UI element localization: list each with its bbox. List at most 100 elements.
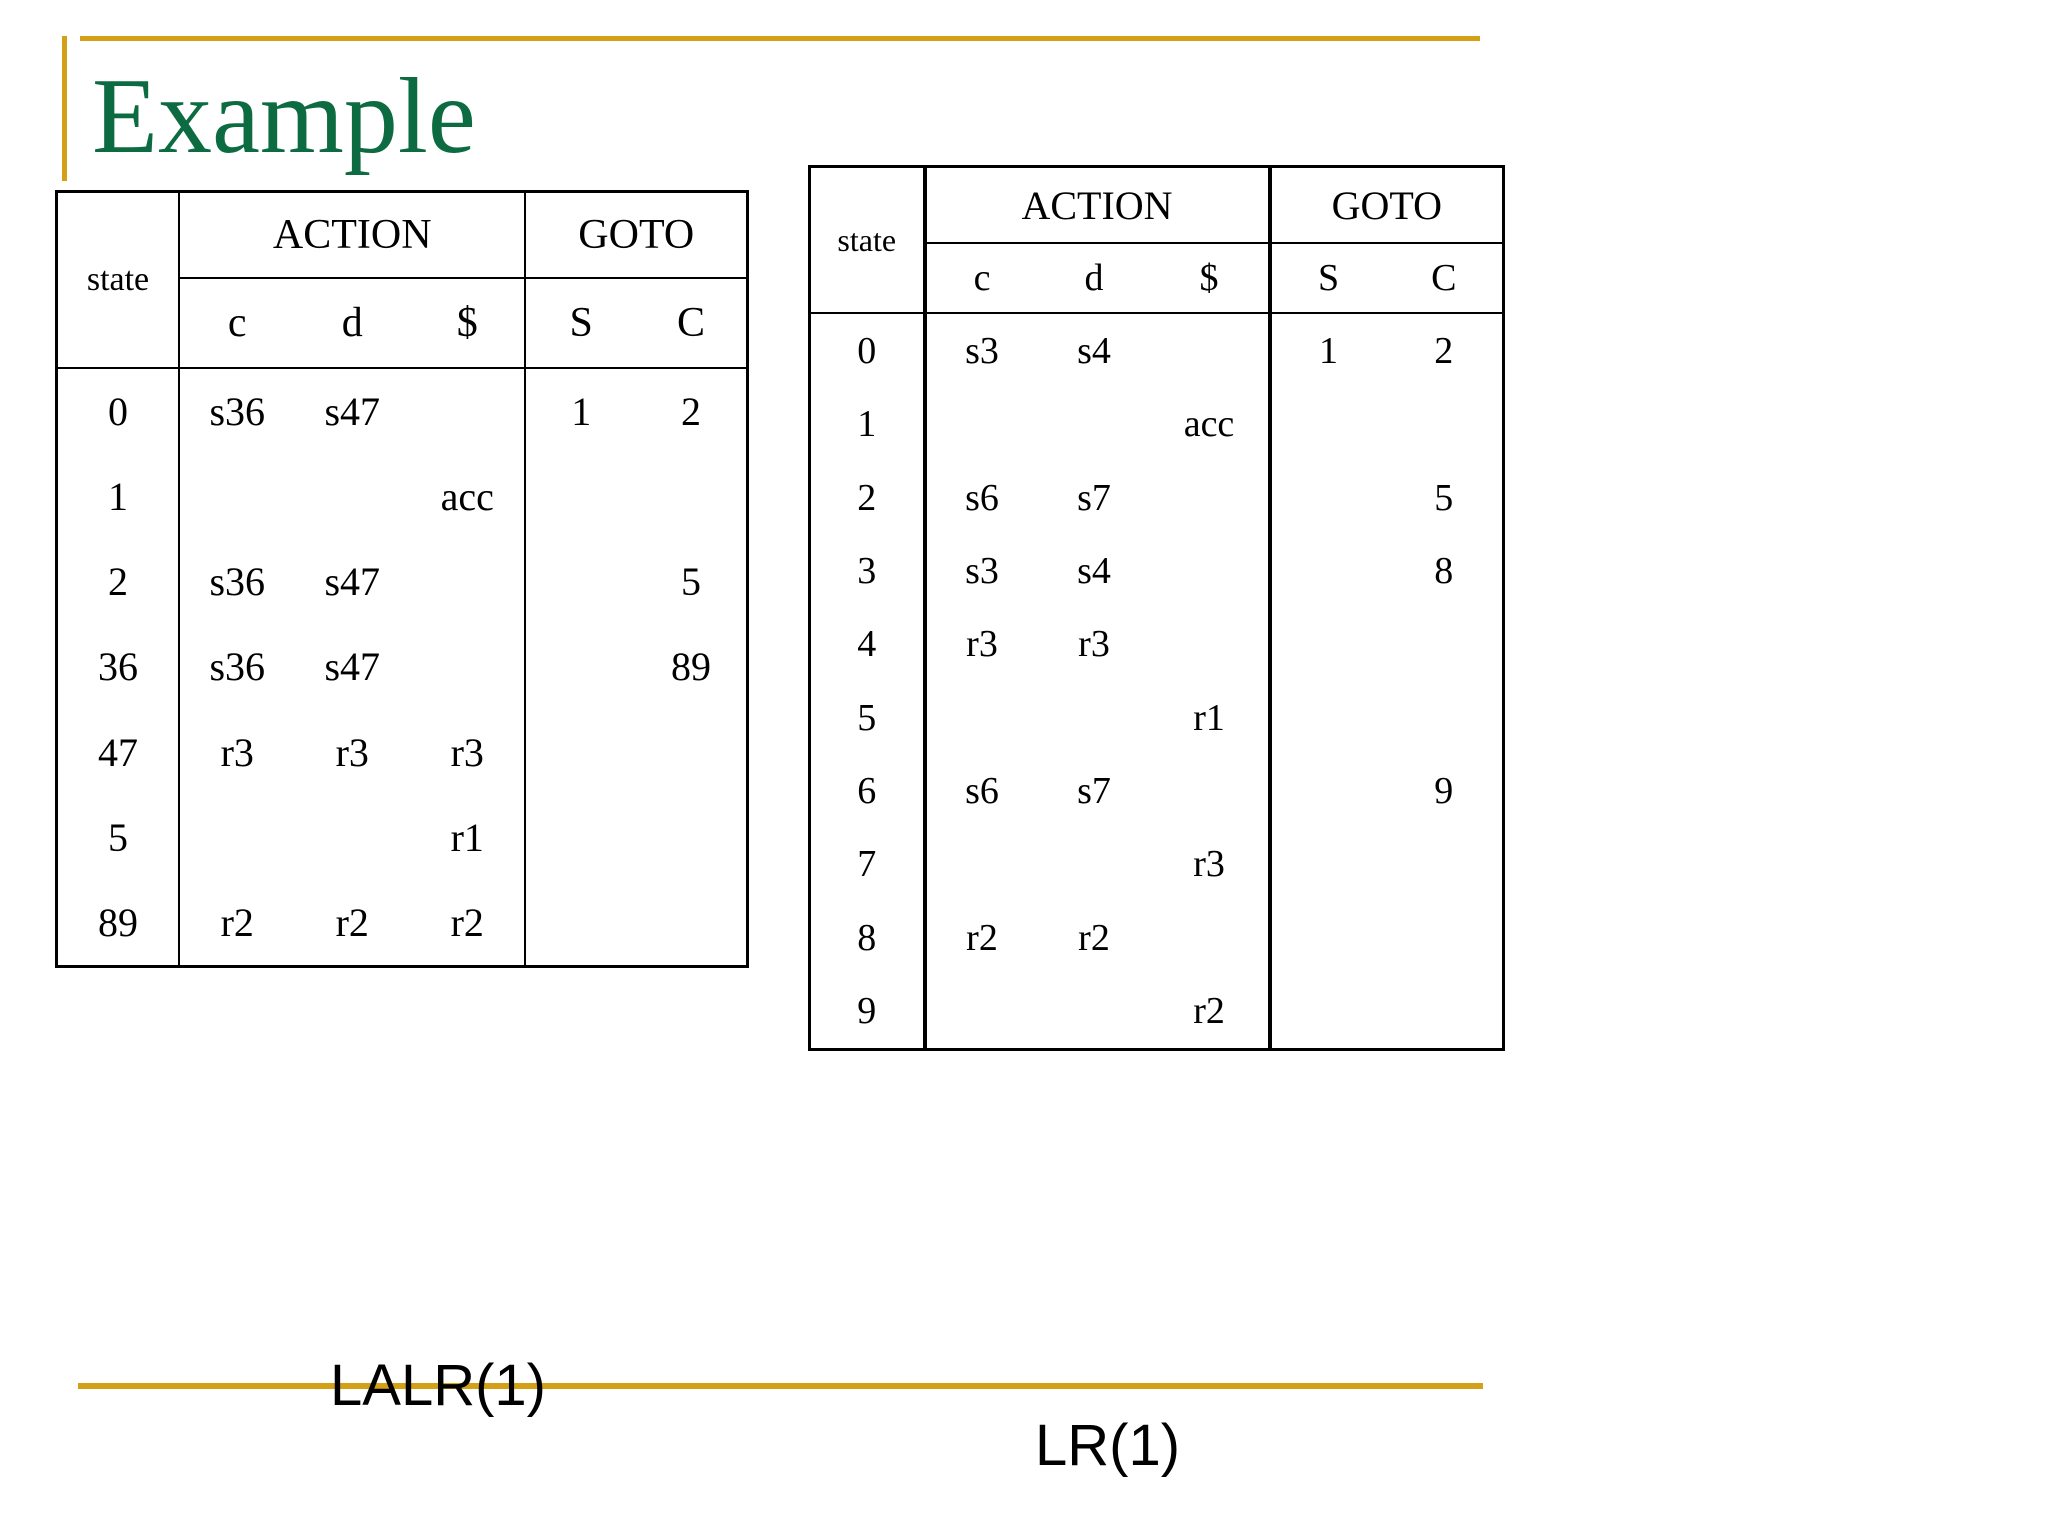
table-row: 89 r2 r2 r2 [56, 879, 748, 967]
lr-row-8-C [1386, 901, 1504, 974]
lr-row-3-S [1270, 534, 1386, 607]
lalr-row-3-c: s36 [209, 644, 266, 690]
lr-row-4-C [1386, 608, 1504, 681]
lr-table-body: 0 s3 s4 1 2 1 acc 2 s6 s7 5 3 s3 s4 [809, 313, 1504, 1050]
lalr-action-group-header: ACTION [179, 191, 527, 279]
lr-row-9-C [1386, 975, 1504, 1050]
lalr-table-caption: LALR(1) [330, 1353, 546, 1418]
lr-symbol-header-row: c d $ S C [810, 243, 1504, 314]
lalr-row-0-state: 0 [56, 368, 181, 455]
lr-col-header-d: d [1037, 243, 1151, 314]
lalr-row-5-S [525, 795, 635, 880]
lr-table-header: state ACTION GOTO c d $ S C [809, 166, 1504, 314]
lalr-row-1-C [636, 454, 748, 539]
table-row: 36 s36 s47 89 [56, 624, 748, 710]
table-row: 7 r3 [809, 827, 1504, 902]
lr-row-0-c: s3 [965, 329, 999, 372]
lr-row-1-S [1270, 387, 1386, 460]
lalr-col-header-c: c [179, 278, 295, 369]
lr-row-4-c: r3 [966, 623, 998, 666]
lr-row-9-S [1270, 975, 1386, 1050]
lalr-col-header-dollar: $ [409, 278, 527, 369]
lr-row-0-d: s4 [1077, 329, 1111, 372]
lr-row-0-S: 1 [1319, 329, 1339, 372]
lalr-row-3-C: 89 [670, 644, 711, 690]
lalr-row-2-c: s36 [209, 559, 266, 605]
table-row: 6 s6 s7 9 [809, 754, 1504, 828]
lr-state-header: state [809, 166, 927, 314]
lalr-row-5-state: 5 [56, 794, 181, 880]
lalr-table-body: 0 s36 s47 1 2 1 acc 2 s36 s47 5 36 s36 s… [56, 368, 748, 967]
slide-left-accent-rule [62, 36, 67, 181]
lr-row-4-d: r3 [1078, 623, 1110, 666]
table-row: 1 acc [56, 454, 748, 540]
lr-col-header-dollar: $ [1150, 243, 1272, 314]
lr-row-1-C [1386, 387, 1504, 460]
slide-top-accent-rule [80, 36, 1480, 41]
lalr-row-4-C [636, 710, 748, 795]
lalr-row-2-state: 2 [56, 539, 181, 625]
lr-row-9-state: 9 [809, 974, 927, 1050]
table-row: 0 s36 s47 1 2 [56, 368, 748, 455]
table-row: 2 s6 s7 5 [809, 460, 1504, 535]
lalr-row-6-state: 89 [56, 879, 181, 967]
lr-row-7-dollar: r3 [1150, 827, 1272, 902]
lr-row-8-S [1270, 901, 1386, 974]
lalr-row-0-S: 1 [571, 389, 592, 435]
lalr-parse-table: state ACTION GOTO c d $ S C 0 s36 s47 1 … [55, 190, 749, 968]
lalr-row-0-dollar [409, 368, 527, 455]
lr-row-3-d: s4 [1077, 549, 1111, 592]
lr-row-0-dollar [1150, 313, 1272, 388]
lalr-row-4-state: 47 [56, 709, 181, 795]
lalr-row-2-S [525, 539, 635, 624]
lalr-row-5-dollar: r1 [409, 794, 527, 880]
lalr-col-header-S: S [525, 278, 636, 369]
lr-col-header-S: S [1269, 243, 1386, 314]
lr-row-8-d: r2 [1078, 916, 1110, 959]
lalr-row-5-d [295, 795, 410, 880]
table-row: 9 r2 [809, 974, 1504, 1050]
lalr-table-header: state ACTION GOTO c d $ S C [56, 191, 748, 369]
table-row: 0 s3 s4 1 2 [809, 313, 1504, 388]
lr-row-5-d [1038, 681, 1151, 754]
lr-row-6-C: 9 [1434, 770, 1454, 813]
lalr-row-1-dollar: acc [409, 454, 527, 540]
table-row: 47 r3 r3 r3 [56, 709, 748, 795]
lr-row-6-dollar [1150, 754, 1272, 828]
lr-row-6-c: s6 [965, 770, 999, 813]
page-title: Example [92, 57, 476, 176]
lalr-row-0-d: s47 [324, 389, 381, 435]
lalr-row-4-dollar: r3 [409, 709, 527, 795]
lalr-row-4-c: r3 [220, 729, 254, 775]
table-row: 3 s3 s4 8 [809, 534, 1504, 608]
lr-row-7-c [925, 828, 1038, 901]
lr-row-6-state: 6 [809, 754, 927, 828]
lalr-row-1-S [525, 454, 635, 539]
lalr-row-0-C: 2 [680, 389, 701, 435]
lr-row-8-dollar [1150, 901, 1272, 975]
lr-row-7-state: 7 [809, 827, 927, 902]
lr-col-header-C: C [1385, 243, 1504, 314]
lr-row-2-state: 2 [809, 460, 927, 535]
lalr-row-3-state: 36 [56, 624, 181, 710]
lalr-row-3-S [525, 624, 635, 709]
lalr-row-4-S [525, 710, 635, 795]
lr-row-2-dollar [1150, 460, 1272, 535]
lalr-row-4-d: r3 [335, 729, 369, 775]
lr-row-0-C: 2 [1434, 329, 1454, 372]
lalr-group-header-row: state ACTION GOTO [56, 191, 748, 369]
lr-row-4-state: 4 [809, 607, 927, 681]
lr-row-1-state: 1 [809, 387, 927, 461]
lr-row-7-S [1270, 828, 1386, 901]
lr-row-8-state: 8 [809, 901, 927, 975]
lr-row-3-C: 8 [1434, 549, 1454, 592]
lr-row-7-d [1038, 828, 1151, 901]
lalr-row-6-d: r2 [335, 899, 369, 945]
lalr-col-header-d: d [294, 278, 410, 369]
lr-row-2-C: 5 [1434, 476, 1454, 519]
table-row: 8 r2 r2 [809, 901, 1504, 975]
lr-row-5-state: 5 [809, 680, 927, 755]
lr-row-5-S [1270, 681, 1386, 754]
lalr-row-6-dollar: r2 [409, 879, 527, 967]
lalr-row-1-state: 1 [56, 454, 181, 540]
